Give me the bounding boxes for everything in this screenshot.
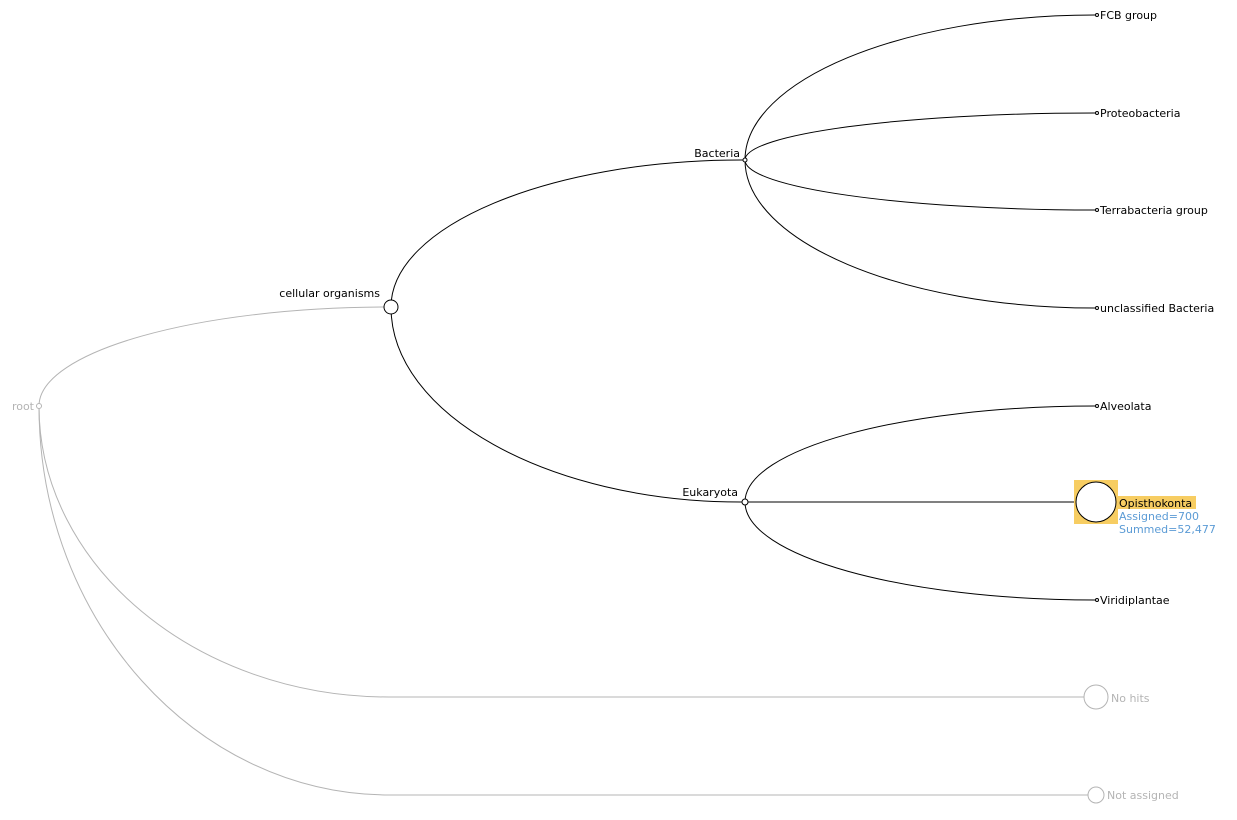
- edge-cellular-eukaryota: [390, 306, 745, 503]
- root-node-icon: [36, 403, 42, 409]
- viridi-node-icon: [1095, 598, 1099, 602]
- terra-label[interactable]: Terrabacteria group: [1099, 204, 1208, 217]
- edge-root-cellular: [38, 306, 391, 407]
- label-highlight: [1118, 496, 1196, 509]
- edge-bacteria-terra: [744, 159, 1097, 211]
- nohits-label[interactable]: No hits: [1111, 692, 1150, 705]
- fcb-node-icon: [1095, 13, 1099, 17]
- proteo-label[interactable]: Proteobacteria: [1100, 107, 1180, 120]
- bacteria-label[interactable]: Bacteria: [694, 147, 740, 160]
- fcb-label[interactable]: FCB group: [1100, 9, 1157, 22]
- edge-eukaryota-viridi: [744, 501, 1097, 601]
- cellular-label[interactable]: cellular organisms: [279, 287, 380, 300]
- opistho-summed-label[interactable]: Summed=52,477: [1119, 523, 1216, 536]
- edge-bacteria-proteo: [744, 112, 1097, 161]
- eukaryota-node-icon: [741, 498, 749, 506]
- viridi-label[interactable]: Viridiplantae: [1100, 594, 1170, 607]
- edge-eukaryota-alveolata: [744, 405, 1097, 503]
- edge-root-nohits: [38, 405, 1096, 698]
- edge-root-notassigned: [38, 405, 1096, 796]
- opistho-node-icon: [1075, 481, 1117, 523]
- opistho-label[interactable]: Opisthokonta: [1119, 497, 1192, 510]
- edge-bacteria-fcb: [744, 14, 1097, 161]
- unclass-label[interactable]: unclassified Bacteria: [1100, 302, 1214, 315]
- nohits-node-icon: [1083, 684, 1109, 710]
- proteo-node-icon: [1095, 111, 1099, 115]
- notassigned-node-icon: [1087, 786, 1105, 804]
- alveolata-node-icon: [1095, 404, 1099, 408]
- unclass-node-icon: [1095, 306, 1099, 310]
- edge-bacteria-unclass: [744, 159, 1097, 309]
- terra-node-icon: [1095, 208, 1099, 212]
- bacteria-node-icon: [742, 157, 748, 163]
- root-label[interactable]: root: [12, 400, 35, 413]
- opistho-assigned-label[interactable]: Assigned=700: [1119, 510, 1199, 523]
- eukaryota-label[interactable]: Eukaryota: [682, 486, 738, 499]
- edge-cellular-bacteria: [390, 159, 745, 308]
- cellular-node-icon: [383, 299, 399, 315]
- notassigned-label[interactable]: Not assigned: [1107, 789, 1179, 802]
- alveolata-label[interactable]: Alveolata: [1100, 400, 1151, 413]
